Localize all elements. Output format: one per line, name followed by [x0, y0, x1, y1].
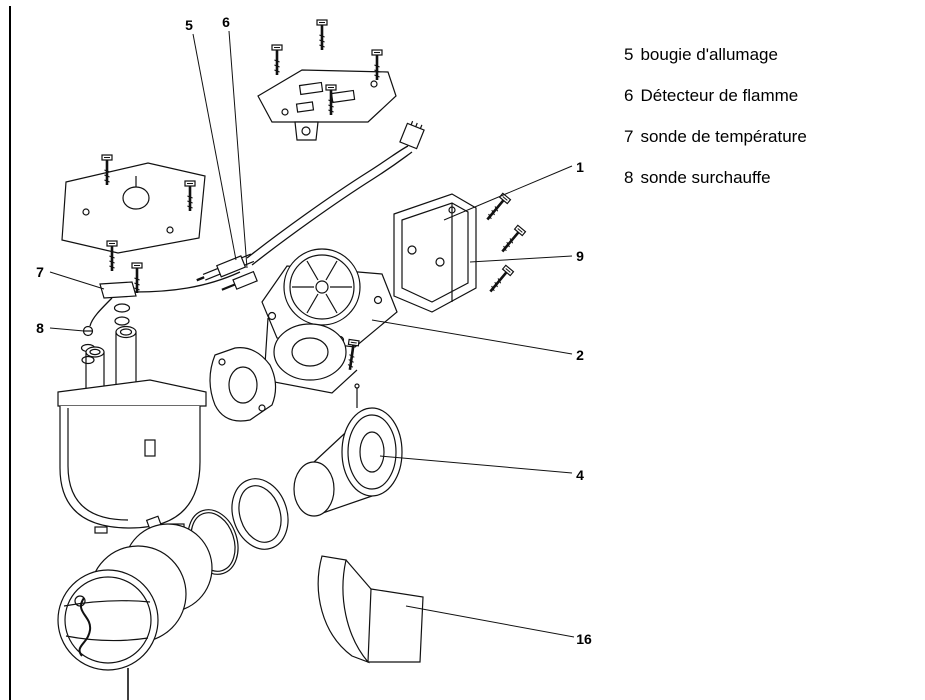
leader-lines	[49, 30, 575, 638]
leader-line	[49, 271, 105, 290]
leader-line	[192, 33, 237, 261]
callout-1: 1	[576, 159, 584, 175]
callout-2: 2	[576, 347, 584, 363]
legend-item: 5 bougie d'allumage	[624, 44, 807, 66]
wiring-harness	[89, 145, 413, 327]
combustion-chamber	[293, 383, 403, 517]
leader-line	[228, 30, 248, 269]
washers	[113, 303, 131, 326]
top-mounting-plate	[257, 69, 397, 141]
leader-line	[49, 327, 85, 332]
leader-line	[443, 165, 573, 221]
callout-7: 7	[36, 264, 44, 280]
callout-numbers: 5 6 7 8 1 9 2 4 16	[36, 14, 592, 647]
housing-screws	[482, 191, 527, 297]
temperature-sensor	[99, 281, 137, 299]
glow-plug	[196, 253, 258, 291]
mounting-bracket-shell	[317, 555, 424, 664]
legend-item-label: Détecteur de flamme	[640, 86, 799, 105]
callout-6: 6	[222, 14, 230, 30]
leader-line	[371, 319, 573, 355]
legend-item: 8 sonde surchauffe	[624, 167, 807, 189]
leader-line	[405, 605, 575, 638]
legend-item-number: 8	[624, 168, 634, 187]
leader-line	[469, 255, 573, 263]
overheat-sensor	[80, 325, 96, 365]
callout-4: 4	[576, 467, 584, 483]
flame-detector	[221, 270, 258, 291]
burner-insert	[57, 515, 213, 700]
callout-16: 16	[576, 631, 592, 647]
blower-assembly	[261, 248, 398, 394]
callout-5: 5	[185, 17, 193, 33]
left-border-line	[9, 6, 11, 700]
legend-item: 6 Détecteur de flamme	[624, 85, 807, 107]
gasket	[209, 347, 277, 422]
legend-item-label: bougie d'allumage	[640, 45, 778, 64]
exploded-diagram: 5 6 7 8 1 9 2 4 16	[36, 14, 592, 700]
callout-8: 8	[36, 320, 44, 336]
legend-item-number: 7	[624, 127, 634, 146]
legend-item-number: 6	[624, 86, 634, 105]
housing-cover	[393, 193, 477, 313]
leader-line	[379, 455, 573, 474]
legend-item-label: sonde surchauffe	[640, 168, 771, 187]
left-mounting-plate	[61, 162, 206, 254]
legend-item: 7 sonde de température	[624, 126, 807, 148]
heat-exchanger	[57, 325, 207, 534]
callout-9: 9	[576, 248, 584, 264]
legend-item-label: sonde de température	[640, 127, 807, 146]
harness-connector	[399, 120, 425, 150]
legend-item-number: 5	[624, 45, 634, 64]
